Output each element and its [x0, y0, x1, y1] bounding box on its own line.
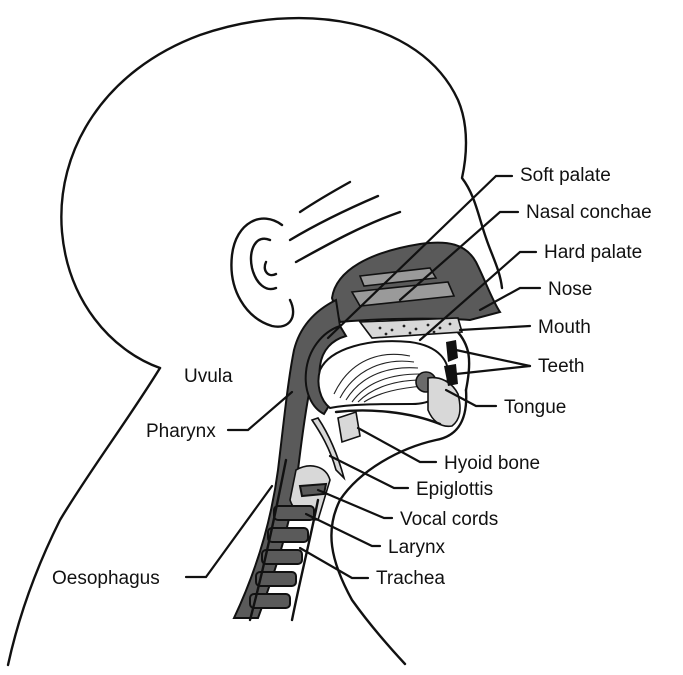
label-mouth: Mouth: [538, 317, 591, 338]
label-nasal-conchae: Nasal conchae: [526, 202, 652, 223]
label-trachea: Trachea: [376, 568, 445, 589]
chin-outline: [456, 330, 469, 390]
label-soft-palate: Soft palate: [520, 165, 611, 186]
label-vocal-cords: Vocal cords: [400, 509, 498, 530]
hair-line: [290, 196, 378, 240]
label-hyoid-bone: Hyoid bone: [444, 453, 540, 474]
mandible-shape: [428, 378, 460, 427]
ear-canal: [265, 262, 276, 275]
label-oesophagus: Oesophagus: [52, 568, 160, 589]
vocal-cords-shape: [300, 484, 326, 496]
label-pharynx: Pharynx: [146, 421, 216, 442]
label-teeth: Teeth: [538, 356, 584, 377]
label-nose: Nose: [548, 279, 592, 300]
hard-palate-shape: [360, 318, 462, 338]
label-larynx: Larynx: [388, 537, 446, 558]
hair-line: [300, 182, 350, 212]
back-of-neck-outline: [8, 368, 160, 665]
ear-outline: [231, 219, 293, 327]
ear-inner: [251, 239, 276, 289]
label-hard-palate: Hard palate: [544, 242, 642, 263]
label-tongue: Tongue: [504, 397, 566, 418]
label-epiglottis: Epiglottis: [416, 479, 493, 500]
hyoid-bone-shape: [338, 412, 360, 442]
label-uvula: Uvula: [184, 366, 233, 387]
